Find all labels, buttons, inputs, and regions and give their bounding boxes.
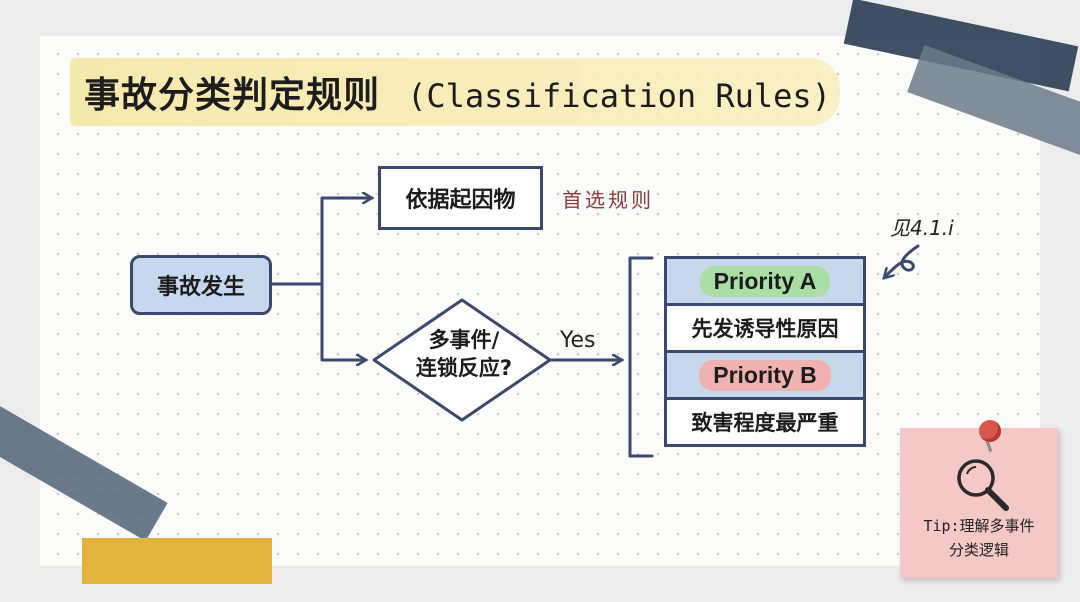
decision-line2: 连锁反应? [415,356,513,380]
tip-sticky-note [900,428,1058,578]
magnifier-icon [957,459,1009,511]
connector-to-cause [320,198,372,286]
tip-text: Tip:理解多事件 分类逻辑 [906,514,1052,562]
priority-b-description: 致害程度最严重 [664,397,866,447]
priority-a-row: Priority A [664,256,866,306]
preferred-rule-note: 首选规则 [562,188,654,212]
priority-b-badge: Priority B [699,359,831,391]
priority-a-badge: Priority A [699,265,831,297]
title-highlight [70,58,840,126]
connector-to-decision [320,282,366,360]
yes-label: Yes [560,328,596,353]
tip-line2: 分类逻辑 [948,541,1009,559]
title-chinese: 事故分类判定规则 [84,75,381,116]
start-node: 事故发生 [130,255,272,315]
bracket [628,256,654,458]
decision-node: 多事件/ 连锁反应? [392,326,536,382]
decision-diamond [372,298,552,422]
tape-strip-yellow [82,538,272,584]
page-title: 事故分类判定规则 (Classification Rules) [84,68,831,124]
priority-a-description: 先发诱导性原因 [664,303,866,353]
squiggle-pointer [884,244,920,278]
decision-line1: 多事件/ [428,328,500,352]
priority-b-row: Priority B [664,350,866,400]
tip-line1: Tip:理解多事件 [923,517,1035,535]
priority-stack: Priority A 先发诱导性原因 Priority B 致害程度最严重 [664,256,866,447]
cause-node: 依据起因物 [378,166,543,230]
title-english: (Classification Rules) [407,77,831,115]
pushpin-icon [979,420,1001,442]
see-reference: 见4.1.i [890,216,954,240]
